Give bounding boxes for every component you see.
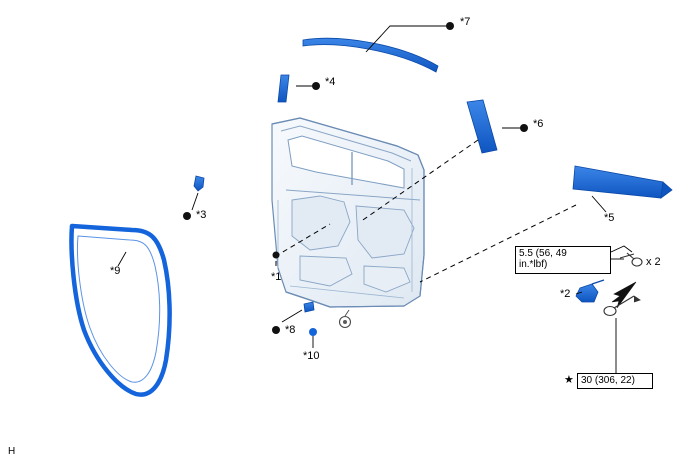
part-4-strip — [277, 74, 290, 103]
part-9-weatherstrip — [69, 223, 172, 397]
callout-9: *9 — [110, 265, 121, 277]
callout-8: *8 — [285, 324, 296, 336]
rear-door-panel — [271, 117, 425, 329]
part-10-clip — [309, 328, 317, 336]
part-7-moulding — [302, 37, 439, 73]
callout-1: *1 — [271, 271, 282, 283]
callout-3: *3 — [196, 209, 207, 221]
torque-spec-upper: 5.5 (56, 49 in.*lbf) — [515, 246, 611, 274]
callout-5: *5 — [604, 212, 615, 224]
part-2-hinge-hardware — [575, 252, 643, 373]
part-3-clip — [193, 175, 205, 192]
callout-6: *6 — [533, 118, 544, 130]
torque-spec-upper-line2: in.*lbf) — [519, 259, 548, 270]
part-5-belt-moulding — [572, 165, 673, 199]
leader-lines — [117, 22, 633, 348]
part-6-strip — [466, 99, 498, 154]
callout-2: *2 — [560, 288, 571, 300]
part-8-clip — [272, 301, 315, 334]
callout-4: *4 — [325, 76, 336, 88]
star-icon: ★ — [564, 374, 574, 386]
torque-spec-upper-line1: 5.5 (56, 49 — [519, 248, 567, 259]
figure-corner-label: H — [8, 446, 16, 457]
callout-7: *7 — [460, 16, 471, 28]
callout-10: *10 — [303, 350, 320, 362]
torque-spec-lower: 30 (306, 22) — [577, 373, 653, 389]
torque-spec-lower-line1: 30 (306, 22) — [581, 375, 635, 386]
quantity-x2: x 2 — [646, 256, 661, 268]
